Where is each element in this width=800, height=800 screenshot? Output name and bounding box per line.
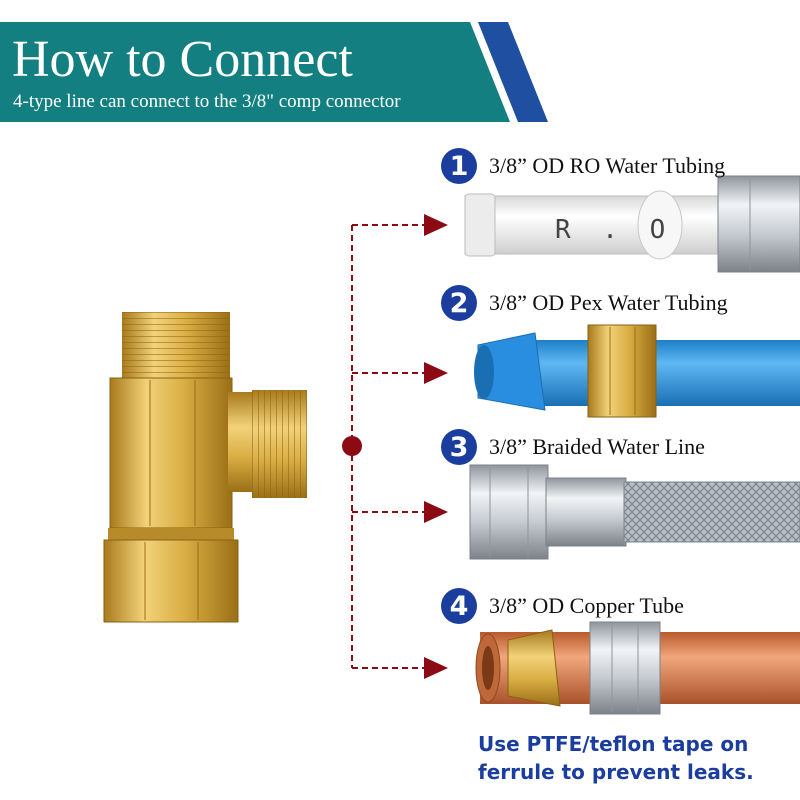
step-number-badge: 2 xyxy=(441,285,477,321)
step-label: 3/8” OD Copper Tube xyxy=(489,593,684,618)
connection-step-4: 4 3/8” OD Copper Tube xyxy=(441,586,684,626)
arrow-heads xyxy=(424,214,448,679)
connection-step-2: 2 3/8” OD Pex Water Tubing xyxy=(441,283,728,323)
header-banner xyxy=(0,22,548,122)
svg-text:R . O: R . O xyxy=(555,215,673,245)
step-label: 3/8” Braided Water Line xyxy=(489,434,705,459)
note-line-2: ferrule to prevent leaks. xyxy=(478,760,754,784)
pex-water-tubing xyxy=(474,324,800,418)
connection-step-3: 3 3/8” Braided Water Line xyxy=(441,427,705,467)
junction-dot xyxy=(342,436,362,456)
note-line-1: Use PTFE/teflon tape on xyxy=(478,732,749,756)
step-label: 3/8” OD RO Water Tubing xyxy=(489,153,726,178)
banner-accent-stripe xyxy=(478,22,548,122)
step-number-badge: 3 xyxy=(441,429,477,465)
ro-water-tubing: R . O xyxy=(464,175,800,273)
arrow-4-icon xyxy=(424,657,448,679)
page-title: How to Connect xyxy=(12,31,353,88)
step-label: 3/8” OD Pex Water Tubing xyxy=(489,290,728,315)
arrow-1-icon xyxy=(424,214,448,236)
teflon-tape-note: Use PTFE/teflon tape on ferrule to preve… xyxy=(478,730,798,786)
dashed-connector-lines xyxy=(351,224,428,669)
copper-tube xyxy=(475,621,800,715)
brass-tee-connector xyxy=(103,312,307,623)
page-subtitle: 4-type line can connect to the 3/8" comp… xyxy=(13,91,401,112)
braided-water-line xyxy=(469,464,800,560)
banner-background xyxy=(0,22,510,122)
step-number-badge: 4 xyxy=(441,588,477,624)
connection-step-1: 1 3/8” OD RO Water Tubing xyxy=(441,146,725,186)
arrow-2-icon xyxy=(424,362,448,384)
step-number-badge: 1 xyxy=(441,148,477,184)
arrow-3-icon xyxy=(424,501,448,523)
